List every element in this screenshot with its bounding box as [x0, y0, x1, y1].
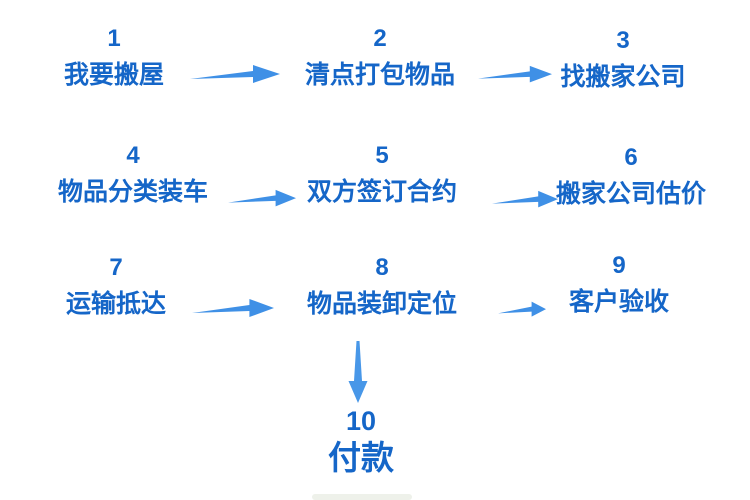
- arrow-right-icon: [492, 190, 558, 208]
- step-4: 4 物品分类装车: [58, 141, 208, 207]
- step-9-number: 9: [612, 252, 626, 279]
- step-6: 6 搬家公司估价: [556, 143, 706, 209]
- step-7-number: 7: [109, 254, 123, 281]
- step-3-label: 找搬家公司: [560, 63, 686, 91]
- arrow-right-icon: [228, 189, 296, 207]
- cutoff-fragment: [312, 494, 412, 500]
- step-4-number: 4: [126, 142, 140, 169]
- step-9-label: 客户验收: [568, 288, 670, 316]
- arrow-right-icon: [498, 301, 546, 317]
- step-1-number: 1: [107, 25, 121, 52]
- step-2: 2 清点打包物品: [305, 24, 455, 90]
- arrow-right-icon: [190, 65, 280, 83]
- step-7-label: 运输抵达: [65, 290, 167, 318]
- step-1: 1 我要搬屋: [64, 24, 164, 90]
- step-10-label: 付款: [328, 439, 394, 476]
- arrow-down-icon: [348, 341, 368, 403]
- step-8-number: 8: [375, 254, 389, 281]
- step-1-label: 我要搬屋: [63, 61, 165, 89]
- step-5-label: 双方签订合约: [306, 178, 458, 206]
- step-2-label: 清点打包物品: [304, 61, 456, 89]
- step-10-number: 10: [345, 406, 377, 436]
- step-10: 10 付款: [328, 406, 394, 476]
- arrow-right-icon: [478, 65, 552, 83]
- step-9: 9 客户验收: [569, 251, 669, 317]
- step-7: 7 运输抵达: [66, 253, 166, 319]
- arrow-right-icon: [192, 299, 274, 317]
- step-5: 5 双方签订合约: [307, 141, 457, 207]
- step-5-number: 5: [375, 142, 389, 169]
- step-2-number: 2: [373, 25, 387, 52]
- step-3-number: 3: [616, 27, 630, 54]
- step-3: 3 找搬家公司: [560, 26, 685, 92]
- step-4-label: 物品分类装车: [57, 178, 209, 206]
- step-6-number: 6: [624, 144, 638, 171]
- step-6-label: 搬家公司估价: [555, 180, 707, 208]
- step-8-label: 物品装卸定位: [306, 290, 458, 318]
- step-8: 8 物品装卸定位: [307, 253, 457, 319]
